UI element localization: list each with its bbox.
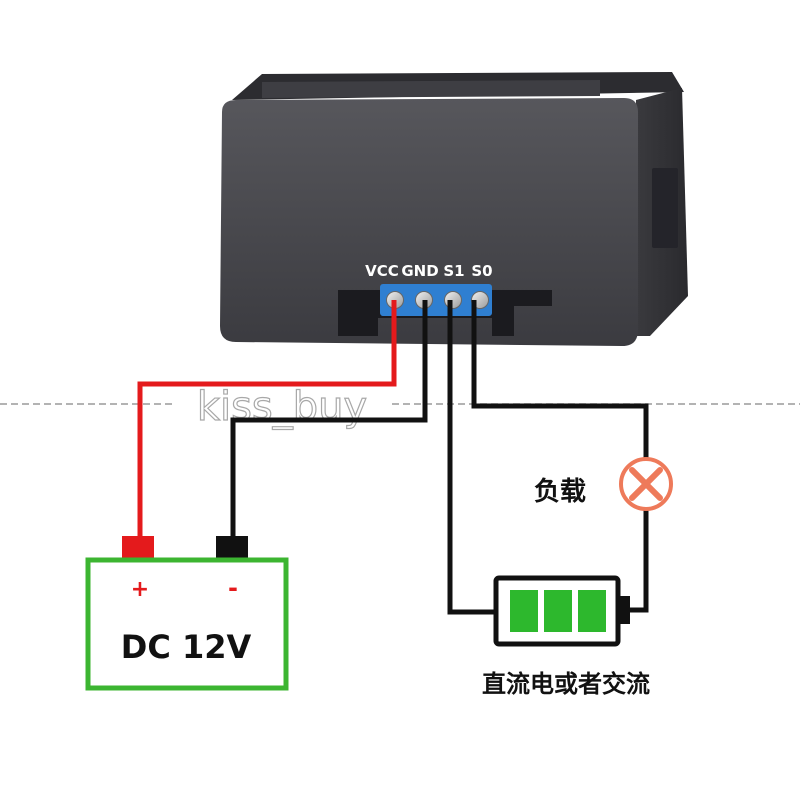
terminal-screw-s1 (444, 291, 462, 309)
terminal-label-s0: S0 (471, 262, 492, 280)
supply-positive-sign: + (131, 577, 149, 602)
supply-label: DC 12V (121, 628, 252, 666)
terminal-label-vcc: VCC (365, 262, 399, 280)
terminal-block (380, 284, 492, 316)
wires (137, 300, 649, 615)
wire-vcc-positive (137, 300, 397, 540)
battery-icon (493, 575, 630, 647)
terminal-label-gnd: GND (401, 262, 438, 280)
battery-cell-3 (578, 590, 606, 632)
wire-load-battery (628, 510, 649, 613)
relay-module: VCC GND S1 S0 (220, 72, 688, 346)
load-label: 负载 (534, 477, 586, 507)
x-circle-icon (619, 457, 673, 511)
watermark: kiss_buy (0, 383, 800, 431)
supply-outline (85, 557, 289, 691)
load-supply-label: 直流电或者交流 (482, 670, 650, 698)
watermark-text: kiss_buy (197, 384, 367, 430)
battery-cap (618, 596, 630, 624)
wire-s1-load-supply (447, 300, 496, 615)
module-front-face (220, 98, 638, 346)
supply-negative-sign: - (228, 574, 238, 602)
load-supply: 直流电或者交流 (482, 575, 650, 698)
wire-s0-load (471, 300, 649, 458)
dc-power-supply: + - DC 12V (85, 536, 289, 691)
supply-terminal-negative (216, 536, 248, 558)
load: 负载 (534, 457, 673, 511)
module-side-slot (652, 168, 678, 248)
supply-terminal-positive (122, 536, 154, 558)
module-top-strip (262, 80, 600, 98)
battery-cell-2 (544, 590, 572, 632)
wire-gnd-negative (230, 300, 428, 540)
terminal-label-s1: S1 (443, 262, 464, 280)
battery-cell-1 (510, 590, 538, 632)
